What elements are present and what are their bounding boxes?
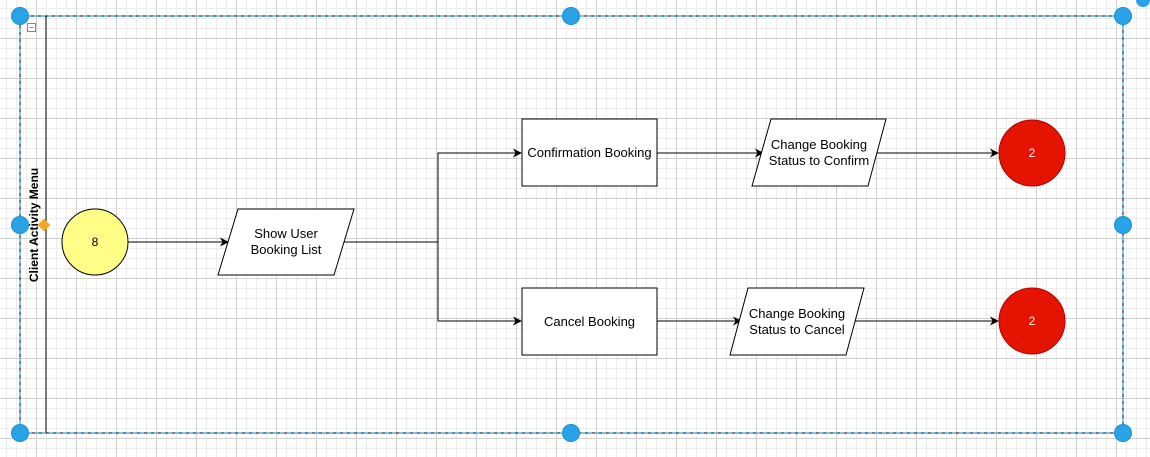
edge-show-list-to-confirmation[interactable] — [314, 148, 522, 243]
cancel-shape[interactable] — [521, 287, 658, 356]
selection-outline — [19, 15, 1124, 434]
resize-handle-middle-right[interactable] — [1114, 216, 1132, 234]
start-node-shape[interactable] — [61, 208, 129, 276]
confirmation-shape[interactable] — [521, 118, 658, 187]
status-cancel-shape[interactable] — [729, 287, 865, 356]
resize-handle-bottom-center[interactable] — [562, 424, 580, 442]
resize-handle-middle-left[interactable] — [11, 216, 29, 234]
resize-handle-bottom-right[interactable] — [1114, 424, 1132, 442]
resize-handle-top-left[interactable] — [11, 7, 29, 25]
minus-box-icon[interactable]: − — [27, 23, 36, 32]
status-confirm-shape[interactable] — [751, 118, 887, 187]
resize-handle-bottom-left[interactable] — [11, 424, 29, 442]
rotate-handle-icon[interactable] — [1136, 0, 1150, 7]
edge-show-list-to-cancel[interactable] — [437, 242, 522, 326]
swimlane-pool[interactable] — [19, 15, 1124, 434]
end-confirm-shape[interactable] — [998, 119, 1066, 187]
show-list-shape[interactable] — [217, 208, 355, 276]
resize-handle-top-right[interactable] — [1114, 7, 1132, 25]
resize-handle-top-center[interactable] — [562, 7, 580, 25]
end-cancel-shape[interactable] — [998, 287, 1066, 355]
